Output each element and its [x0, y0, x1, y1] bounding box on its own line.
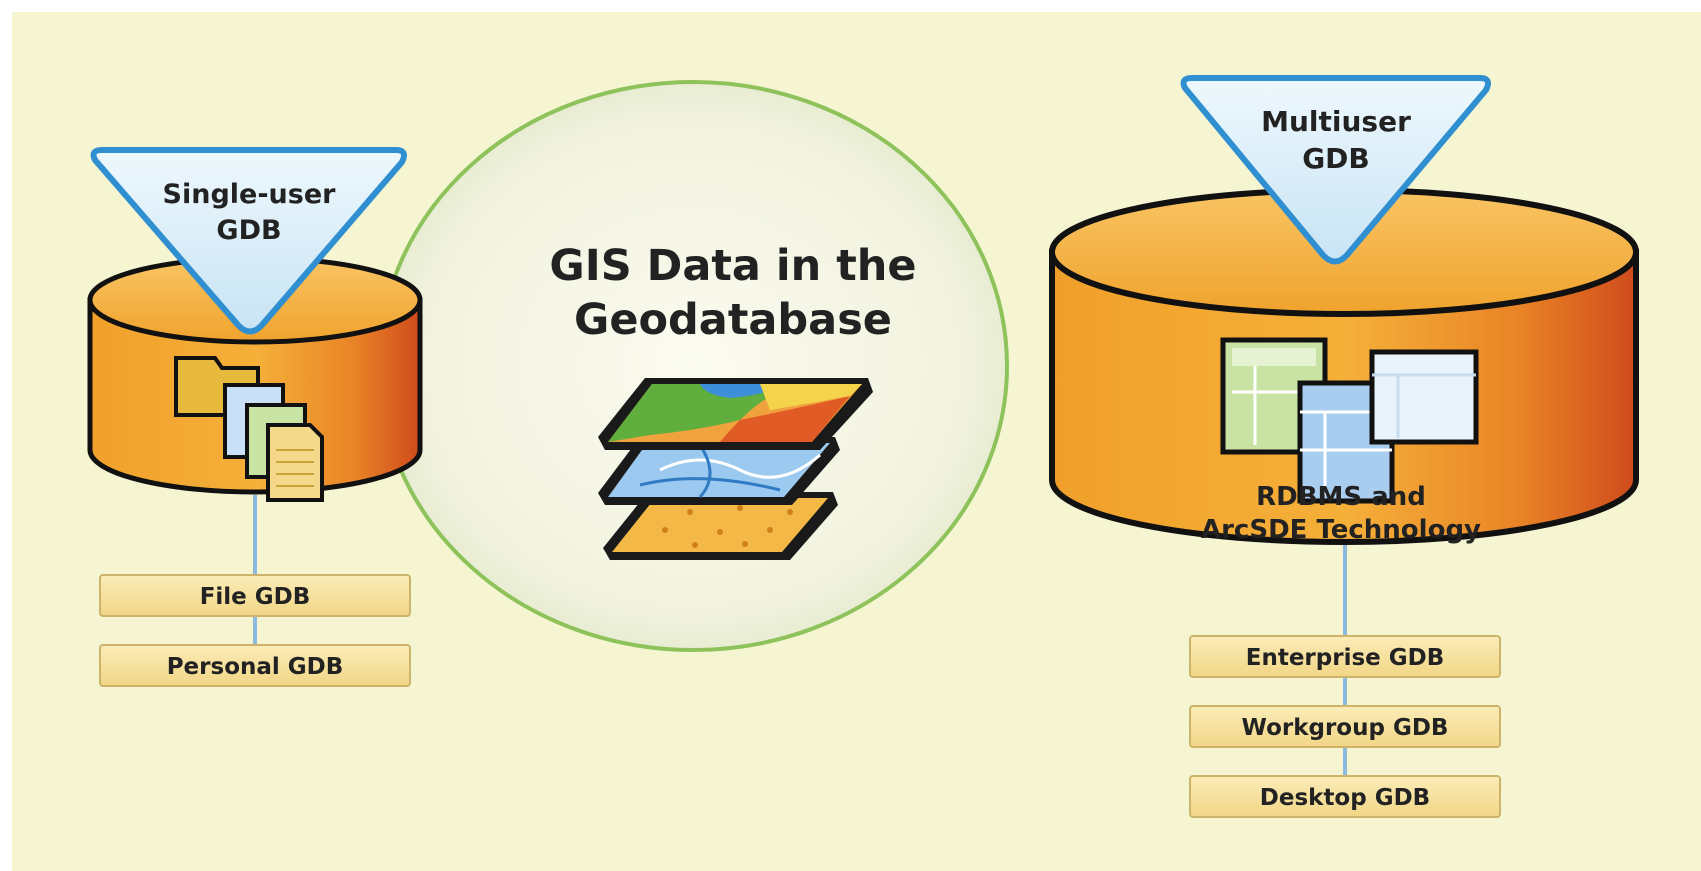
multiuser-item-label: Enterprise GDB: [1246, 645, 1445, 671]
single-user-item-label: Personal GDB: [167, 654, 344, 680]
map-layers-icon: [598, 378, 873, 560]
multiuser-caption-line1: RDBMS and: [1256, 482, 1426, 512]
file-documents-icon: [174, 356, 324, 502]
multiuser-label-line1: Multiuser: [1261, 105, 1411, 138]
single-user-label-line2: GDB: [216, 215, 281, 246]
central-circle: [377, 80, 1009, 652]
map-layer-points: [603, 492, 838, 560]
map-layer-lines: [598, 437, 840, 505]
multiuser-caption-line2: ArcSDE Technology: [1201, 515, 1481, 545]
multiuser-item-label: Desktop GDB: [1260, 785, 1430, 811]
multiuser-badge: Multiuser GDB: [1180, 75, 1491, 265]
single-user-badge: Single-user GDB: [90, 147, 407, 335]
center-title-line1: GIS Data in the: [549, 241, 916, 291]
single-user-item-label: File GDB: [200, 584, 311, 610]
single-user-item-personal-gdb: Personal GDB: [99, 644, 411, 687]
multiuser-item-enterprise-gdb: Enterprise GDB: [1189, 635, 1501, 678]
center-title-line2: Geodatabase: [574, 295, 892, 345]
multiuser-item-workgroup-gdb: Workgroup GDB: [1189, 705, 1501, 748]
single-user-item-file-gdb: File GDB: [99, 574, 411, 617]
multiuser-item-label: Workgroup GDB: [1242, 715, 1449, 741]
single-user-label-line1: Single-user: [163, 179, 337, 210]
database-tables-icon: [1220, 337, 1479, 504]
multiuser-label-line2: GDB: [1302, 142, 1370, 175]
multiuser-item-desktop-gdb: Desktop GDB: [1189, 775, 1501, 818]
map-layer-polygons: [598, 378, 873, 450]
